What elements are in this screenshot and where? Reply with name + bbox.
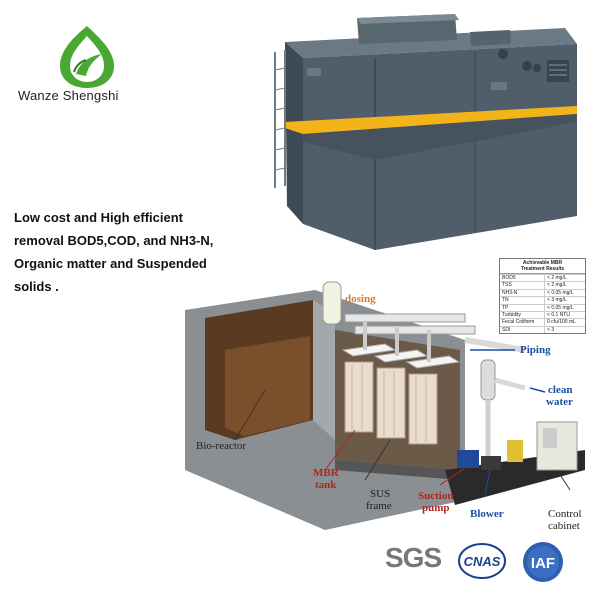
table-row: TSS< 2 mg/L — [500, 281, 585, 290]
table-title: Achievable MBR Treatment Results — [500, 259, 585, 274]
iaf-text: IAF — [531, 555, 555, 572]
tagline-line: solids . — [14, 279, 59, 294]
brand-name: Wanze Shengshi — [18, 88, 119, 103]
param-cell: Turbidity — [500, 311, 545, 319]
param-cell: BOD5 — [500, 273, 545, 282]
clean-water-label: water — [546, 396, 573, 408]
tagline-line: removal BOD5,COD, and NH3-N, — [14, 233, 214, 248]
cnas-icon: CNAS — [458, 543, 506, 579]
suction-pump-label: Suction — [418, 490, 454, 502]
dosing-label: dosing — [345, 293, 376, 305]
mbr-system-diagram — [185, 281, 585, 530]
cnas-logo: CNAS — [457, 541, 507, 581]
param-cell: TSS — [500, 281, 545, 290]
value-cell: < 2 mg/L — [544, 281, 585, 290]
param-cell: NH3-N — [500, 288, 545, 297]
table-row: SDI< 3 — [500, 325, 585, 334]
param-cell: SDI — [500, 325, 545, 334]
value-cell: < 2 mg/L — [544, 273, 585, 282]
value-cell: < 0.1 NTU — [544, 311, 585, 319]
value-cell: < 3 — [544, 325, 585, 334]
blower-label: Blower — [470, 508, 504, 520]
table-row: BOD5< 2 mg/L — [500, 273, 585, 282]
sus-frame-label: frame — [366, 500, 392, 512]
treatment-results-table: Achievable MBR Treatment Results BOD5< 2… — [499, 258, 586, 335]
sgs-logo: SGS — [385, 542, 442, 573]
suction-pump-label: pump — [422, 502, 450, 514]
control-cabinet-label: cabinet — [548, 520, 580, 532]
brand-logo-icon — [60, 26, 114, 88]
clean-water-label: clean — [548, 384, 573, 396]
tagline-line: Organic matter and Suspended — [14, 256, 207, 271]
table-row: TP< 0.05 mg/L — [500, 303, 585, 312]
iaf-icon: IAF — [523, 542, 563, 582]
value-cell: < 3 mg/L — [544, 296, 585, 305]
wastewater-tank-image — [274, 14, 577, 250]
table-title-line: Achievable MBR — [522, 260, 563, 266]
piping-label: Piping — [520, 344, 551, 356]
table-title-line: Treatment Results — [520, 266, 565, 272]
mbr-tank-label: MBR — [313, 467, 339, 479]
tagline-line: Low cost and High efficient — [14, 210, 184, 225]
value-cell: < 0.05 mg/L — [544, 303, 585, 312]
control-cabinet-label: Control — [548, 508, 582, 520]
sus-frame-label: SUS — [370, 488, 391, 500]
param-cell: TP — [500, 303, 545, 312]
bioreactor-label: Bio-reactor — [196, 440, 247, 452]
table-row: NH3-N< 0.05 mg/L — [500, 288, 585, 297]
value-cell: < 0.05 mg/L — [544, 288, 585, 297]
param-cell: Fecal Coliform — [500, 318, 545, 327]
value-cell: 0 cfu/100 mL — [544, 318, 585, 327]
cnas-text: CNAS — [464, 554, 501, 569]
table-row: Turbidity< 0.1 NTU — [500, 311, 585, 319]
tagline: Low cost and High efficient removal BOD5… — [14, 206, 254, 298]
iaf-logo: IAF — [518, 540, 568, 584]
results-table-body: BOD5< 2 mg/L TSS< 2 mg/L NH3-N< 0.05 mg/… — [500, 273, 585, 334]
table-row: TN< 3 mg/L — [500, 296, 585, 305]
mbr-tank-label: tank — [315, 479, 337, 491]
param-cell: TN — [500, 296, 545, 305]
